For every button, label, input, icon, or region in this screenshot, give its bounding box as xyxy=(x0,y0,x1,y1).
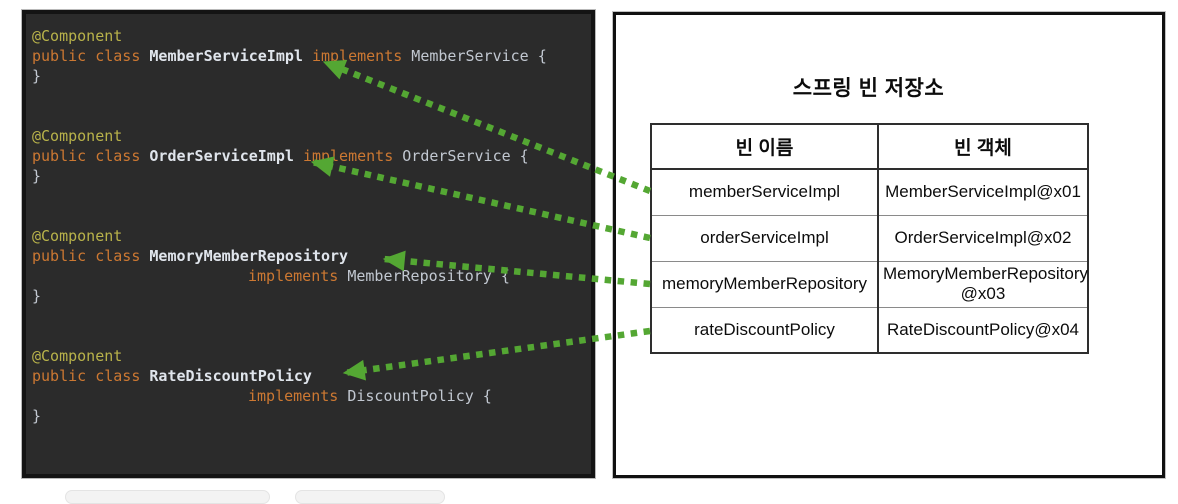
cutoff-shape-left xyxy=(65,490,270,504)
code-line: @Component xyxy=(32,346,591,366)
code-class-name: RateDiscountPolicy xyxy=(149,367,312,385)
code-annotation: @Component xyxy=(32,27,123,45)
code-line: @Component xyxy=(32,226,591,246)
col-header-bean-name: 빈 이름 xyxy=(650,123,879,170)
code-keyword: public class xyxy=(32,247,150,265)
cutoff-shape-right xyxy=(295,490,445,504)
bean-name-cell: memberServiceImpl xyxy=(650,169,879,216)
code-line: @Component xyxy=(32,26,591,46)
bean-name-cell: memoryMemberRepository xyxy=(650,261,879,308)
code-line: public class RateDiscountPolicy xyxy=(32,366,591,386)
code-line: implements DiscountPolicy { xyxy=(32,386,591,406)
bean-table-header-row: 빈 이름 빈 객체 xyxy=(650,123,1089,170)
code-annotation: @Component xyxy=(32,227,123,245)
code-annotation: @Component xyxy=(32,347,123,365)
code-text: } xyxy=(32,407,42,425)
code-annotation: @Component xyxy=(32,127,123,145)
code-line: implements MemberRepository { xyxy=(32,266,591,286)
code-text: MemberRepository { xyxy=(338,267,510,285)
code-keyword: public class xyxy=(32,367,150,385)
code-text: } xyxy=(32,67,42,85)
code-keyword: implements xyxy=(248,387,339,405)
code-class-name: MemoryMemberRepository xyxy=(149,247,349,265)
code-keyword: public class xyxy=(32,47,150,65)
code-text: } xyxy=(32,167,42,185)
code-line: public class OrderServiceImpl implements… xyxy=(32,146,591,166)
col-header-bean-object: 빈 객체 xyxy=(877,123,1089,170)
code-text: MemberService { xyxy=(402,47,547,65)
code-text xyxy=(294,147,303,165)
code-class-name: OrderServiceImpl xyxy=(149,147,294,165)
bean-name-cell: orderServiceImpl xyxy=(650,215,879,262)
bean-object-cell: OrderServiceImpl@x02 xyxy=(877,215,1089,262)
code-class-name: MemberServiceImpl xyxy=(149,47,303,65)
code-line: } xyxy=(32,286,591,306)
code-line: public class MemberServiceImpl implement… xyxy=(32,46,591,66)
code-keyword: public class xyxy=(32,147,150,165)
code-line: @Component xyxy=(32,126,591,146)
code-line: } xyxy=(32,66,591,86)
store-title: 스프링 빈 저장소 xyxy=(792,77,945,100)
code-text: OrderService { xyxy=(393,147,529,165)
code-text xyxy=(303,47,312,65)
bean-object-cell: RateDiscountPolicy@x04 xyxy=(877,307,1089,354)
bean-object-cell: MemoryMemberRepository@x03 xyxy=(877,261,1089,308)
bean-object-cell: MemberServiceImpl@x01 xyxy=(877,169,1089,216)
code-keyword: implements xyxy=(311,47,403,65)
bean-name-cell: rateDiscountPolicy xyxy=(650,307,879,354)
code-text: } xyxy=(32,287,42,305)
code-keyword: implements xyxy=(248,267,339,285)
code-line: } xyxy=(32,406,591,426)
code-keyword: implements xyxy=(302,147,394,165)
code-line: public class MemoryMemberRepository xyxy=(32,246,591,266)
code-text: DiscountPolicy { xyxy=(338,387,492,405)
code-line: } xyxy=(32,166,591,186)
